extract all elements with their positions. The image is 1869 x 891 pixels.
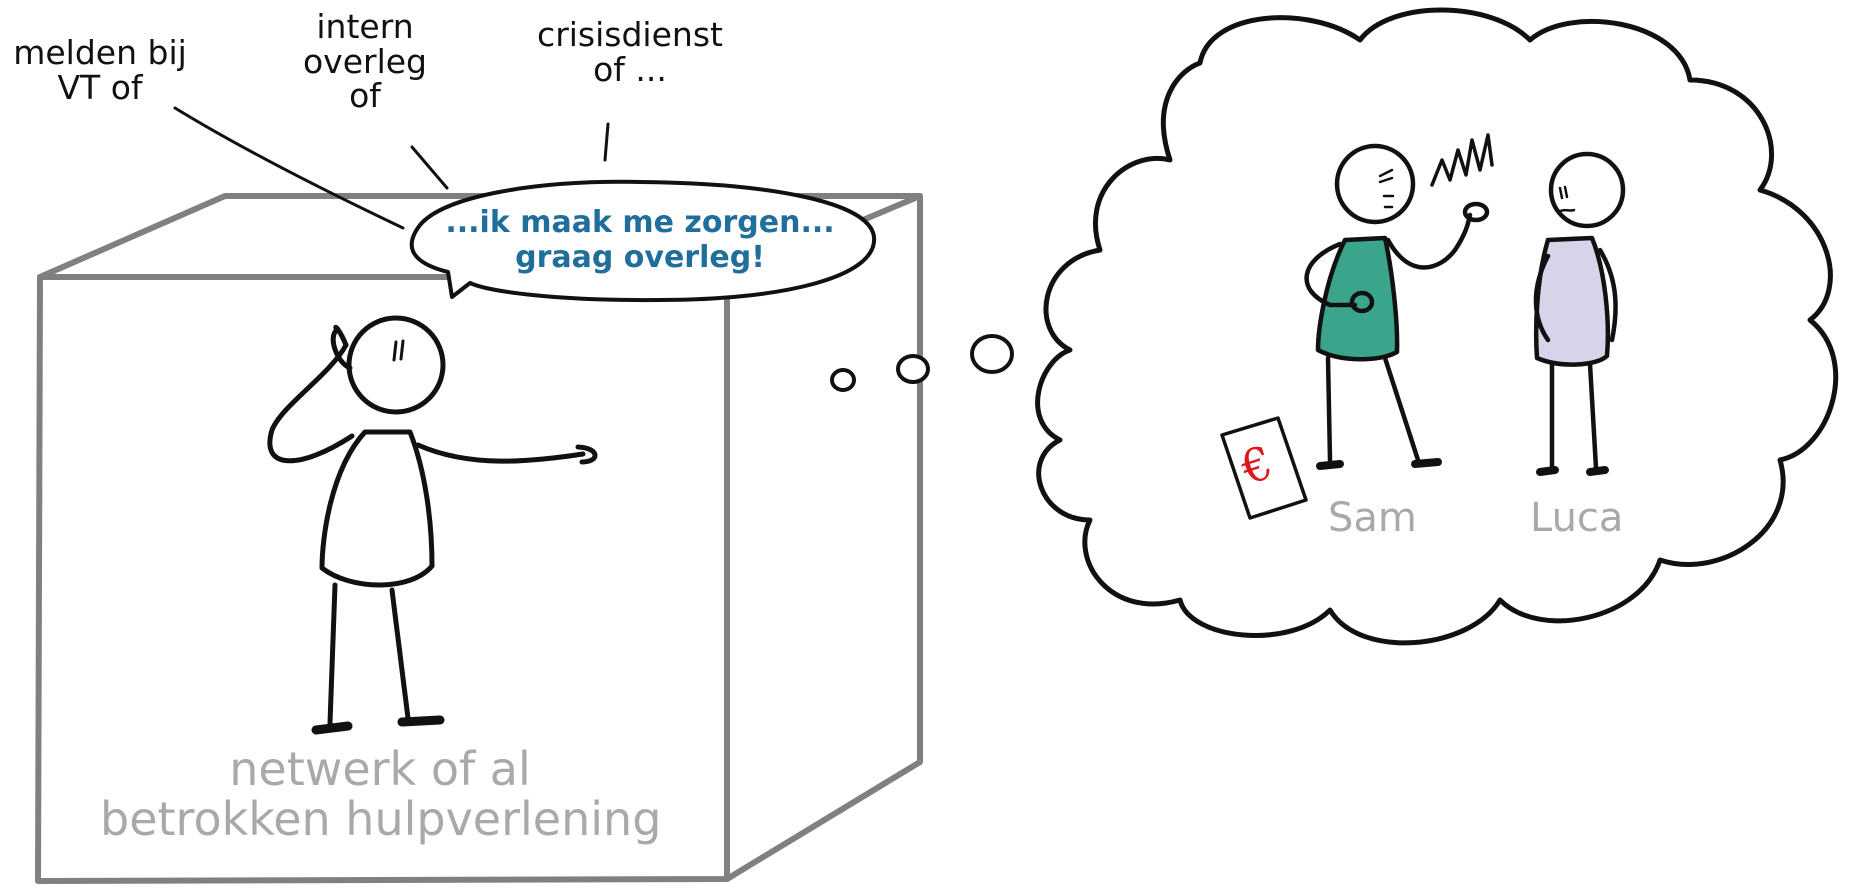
- label-melden: melden bij VT of: [10, 33, 190, 107]
- sam-head: [1334, 143, 1416, 225]
- label-melden-line2: VT of: [57, 67, 143, 107]
- person-worried-eyes: [392, 339, 405, 362]
- label-crisisdienst: crisisdienst of ...: [525, 15, 735, 89]
- sam-leg-right: [1382, 355, 1421, 463]
- speech-bubble-line1: ...ik maak me zorgen...: [445, 205, 835, 240]
- pointer-melden: [173, 106, 405, 230]
- label-crisis-line2: of ...: [593, 49, 667, 89]
- money-paper: [1220, 416, 1308, 520]
- name-sam: Sam: [1328, 495, 1417, 541]
- speech-bubble: [409, 179, 877, 303]
- sam-anger-scribble: [1430, 133, 1494, 187]
- person-worried-leg-right: [389, 587, 411, 721]
- person-worried-body: [319, 429, 435, 588]
- luca-face: [1556, 185, 1576, 214]
- speech-bubble-text: ...ik maak me zorgen... graag overleg!: [430, 205, 850, 275]
- sam-arm-raised: [1385, 212, 1473, 270]
- speech-bubble-line2: graag overleg!: [515, 239, 765, 275]
- person-worried-arm-pointing: [415, 442, 586, 464]
- sam-leg-left: [1325, 355, 1333, 463]
- thought-dot-large: [970, 334, 1014, 374]
- luca-leg-right: [1587, 361, 1599, 471]
- person-worried-foot-right: [397, 715, 445, 727]
- label-melden-line1: melden bij: [13, 33, 187, 72]
- label-intern-line2: overleg: [302, 41, 427, 81]
- label-pointer-lines: [173, 106, 610, 230]
- box-caption-line1: netwerk of al: [229, 742, 531, 796]
- person-worried-hand-on-head: [330, 324, 353, 371]
- box-caption-line2: betrokken hulpverlening: [100, 791, 662, 846]
- luca-head: [1548, 151, 1626, 229]
- box-side-face: [724, 193, 923, 882]
- luca-foot-left: [1536, 466, 1559, 476]
- name-luca: Luca: [1530, 495, 1624, 541]
- person-worried: [267, 315, 598, 735]
- label-intern: intern overleg of: [290, 7, 440, 116]
- label-intern-line1: intern: [316, 7, 414, 46]
- thought-trail: [830, 334, 1014, 392]
- sam-fist: [1462, 201, 1490, 223]
- person-luca: [1533, 151, 1626, 476]
- sam-foot-left: [1316, 460, 1344, 470]
- thought-dot-small: [830, 368, 856, 392]
- luca-arm-right: [1597, 247, 1618, 343]
- luca-foot-right: [1586, 466, 1609, 476]
- sam-arm-front: [1304, 241, 1358, 308]
- pointer-crisis: [603, 122, 610, 162]
- label-crisis-line1: crisisdienst: [537, 15, 723, 54]
- thought-cloud: [1035, 7, 1839, 646]
- thought-dot-medium: [896, 354, 930, 384]
- sam-hand: [1349, 290, 1375, 314]
- person-worried-arm-to-head: [267, 342, 355, 464]
- person-worried-hand: [575, 444, 598, 465]
- speech-bubble-shape: [409, 179, 877, 303]
- box-caption: netwerk of al betrokken hulpverlening: [100, 742, 662, 846]
- person-worried-foot-left: [311, 721, 353, 735]
- label-intern-line3: of: [349, 76, 381, 116]
- person-sam: [1304, 133, 1494, 470]
- person-worried-head: [346, 315, 446, 415]
- pointer-intern: [410, 145, 449, 190]
- sam-face: [1378, 168, 1395, 209]
- luca-arm-left: [1533, 253, 1551, 343]
- money-paper-sheet: [1220, 416, 1308, 520]
- person-worried-leg-left: [327, 582, 338, 726]
- sam-foot-right: [1411, 458, 1442, 468]
